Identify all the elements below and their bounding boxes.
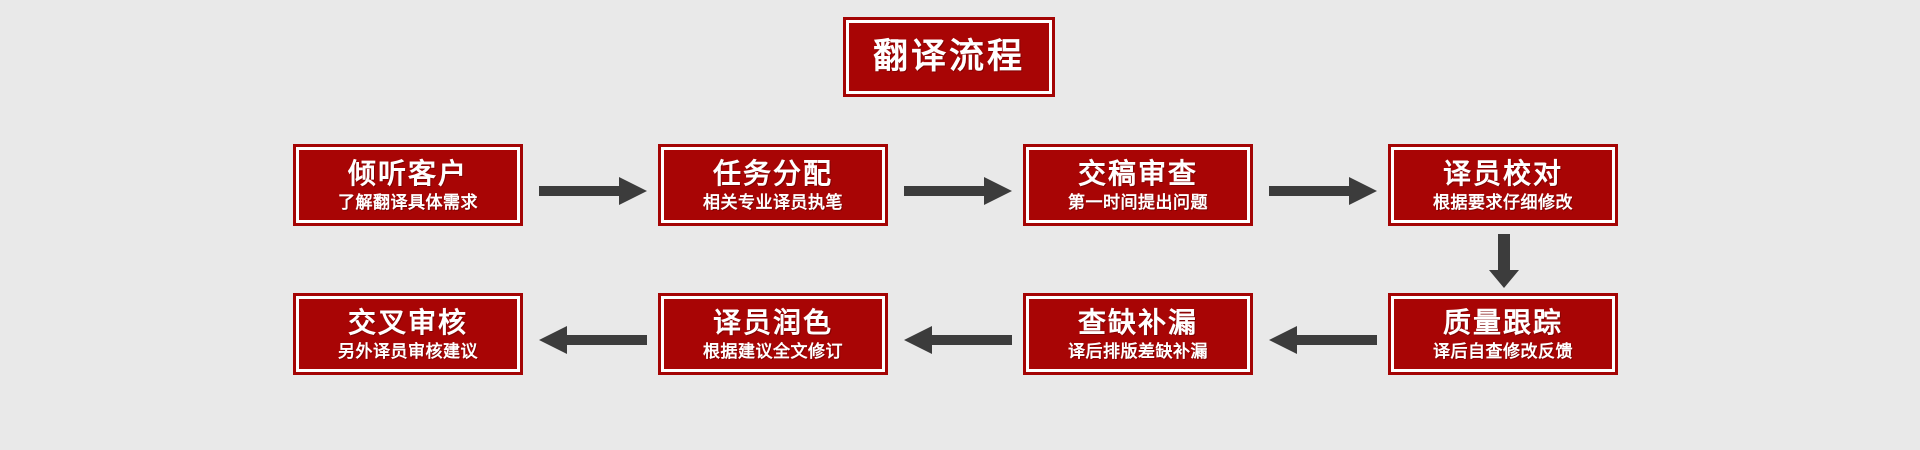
flow-step-1-subtitle: 了解翻译具体需求 <box>338 193 478 213</box>
flow-step-6[interactable]: 查缺补漏 译后排版差缺补漏 <box>1023 293 1253 375</box>
flow-step-1[interactable]: 倾听客户 了解翻译具体需求 <box>293 144 523 226</box>
flow-step-5-subtitle: 译后自查修改反馈 <box>1433 342 1573 362</box>
flow-step-3-subtitle: 第一时间提出问题 <box>1068 193 1208 213</box>
arrow-left-step7-step8 <box>537 323 649 357</box>
diagram-heading-title: 翻译流程 <box>872 36 1025 77</box>
arrow-right-step2-step3 <box>902 174 1014 208</box>
flow-step-2-subtitle: 相关专业译员执笔 <box>703 193 843 213</box>
flow-step-7-title: 译员润色 <box>712 306 833 339</box>
arrow-right-step3-step4 <box>1267 174 1379 208</box>
flow-step-3-title: 交稿审查 <box>1077 157 1198 190</box>
flow-step-3[interactable]: 交稿审查 第一时间提出问题 <box>1023 144 1253 226</box>
diagram-heading: 翻译流程 <box>843 17 1055 97</box>
flow-step-8[interactable]: 交叉审核 另外译员审核建议 <box>293 293 523 375</box>
flow-step-6-title: 查缺补漏 <box>1077 306 1198 339</box>
flow-step-1-title: 倾听客户 <box>347 157 468 190</box>
flow-step-2[interactable]: 任务分配 相关专业译员执笔 <box>658 144 888 226</box>
flow-step-4-subtitle: 根据要求仔细修改 <box>1433 193 1573 213</box>
flow-step-7-subtitle: 根据建议全文修订 <box>703 342 843 362</box>
flow-step-5[interactable]: 质量跟踪 译后自查修改反馈 <box>1388 293 1618 375</box>
flow-step-5-title: 质量跟踪 <box>1442 306 1563 339</box>
flow-step-4-title: 译员校对 <box>1442 157 1563 190</box>
flow-step-7[interactable]: 译员润色 根据建议全文修订 <box>658 293 888 375</box>
arrow-left-step6-step7 <box>902 323 1014 357</box>
flow-step-2-title: 任务分配 <box>712 157 833 190</box>
flow-step-4[interactable]: 译员校对 根据要求仔细修改 <box>1388 144 1618 226</box>
flow-step-8-title: 交叉审核 <box>347 306 468 339</box>
flow-step-6-subtitle: 译后排版差缺补漏 <box>1068 342 1208 362</box>
arrow-left-step5-step6 <box>1267 323 1379 357</box>
arrow-right-step1-step2 <box>537 174 649 208</box>
flow-step-8-subtitle: 另外译员审核建议 <box>338 342 478 362</box>
arrow-down-step4-step5 <box>1487 232 1521 290</box>
